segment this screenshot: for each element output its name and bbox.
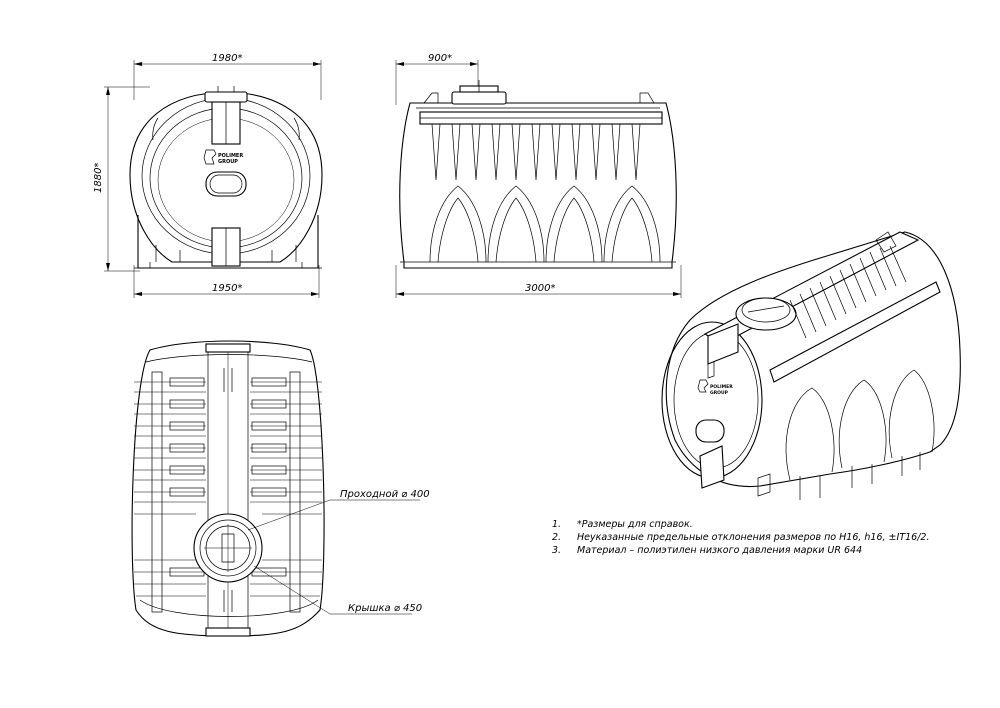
front-view: 1980* 1880* 1950* [93,53,323,298]
side-view-lobes [429,185,661,263]
iso-logo-line1: POLIMER [710,384,733,390]
logo-line2: GROUP [218,159,238,165]
dim-front-bottom-width: 1950* [212,283,242,294]
logo-line1: POLIMER [218,153,243,159]
callout-manhole: Проходной ⌀ 400 [340,489,430,500]
side-view: 900* 3000* [395,53,682,298]
dim-front-height: 1880* [93,163,104,193]
note-1-text: *Размеры для справок. [577,519,693,530]
note-2-number: 2. [552,532,561,543]
iso-ribs [789,245,907,339]
iso-polimer-group-logo: POLIMER GROUP [697,379,733,396]
notes-block: 1. *Размеры для справок. 2. Неуказанные … [552,519,929,556]
dim-side-top-offset: 900* [428,53,452,64]
note-3-number: 3. [552,545,561,556]
isometric-view: POLIMER GROUP [661,231,961,500]
top-view: Проходной ⌀ 400 Крышка ⌀ 450 [131,340,430,637]
note-3-text: Материал – полиэтилен низкого давления м… [577,545,862,556]
iso-lobes [785,369,935,500]
dim-front-top-width: 1980* [212,53,242,64]
note-1-number: 1. [552,519,561,530]
callout-lid: Крышка ⌀ 450 [348,603,422,614]
dim-side-length: 3000* [525,283,555,294]
iso-logo-line2: GROUP [710,390,729,396]
side-view-ribs [431,123,641,181]
note-2-text: Неуказанные предельные отклонения размер… [577,532,929,543]
polimer-group-logo: POLIMER GROUP [203,149,243,165]
